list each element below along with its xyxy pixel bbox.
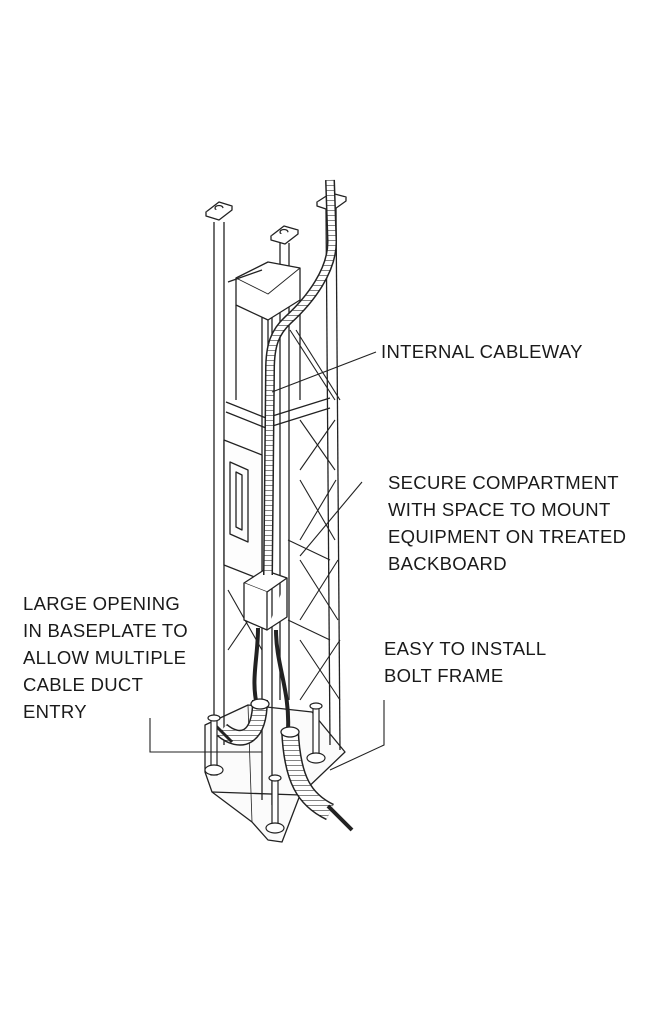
front-left-leg: [213, 222, 225, 745]
internal-cableway-conduit: [252, 179, 338, 731]
right-leg: [325, 207, 341, 751]
leg-top-caps: [205, 192, 347, 245]
callout-line: ENTRY: [23, 701, 87, 722]
callout-line: BACKBOARD: [388, 553, 507, 574]
bolt-left: [204, 714, 224, 776]
bolt-front: [265, 774, 285, 834]
callout-line: INTERNAL CABLEWAY: [381, 341, 583, 362]
callout-secure-compartment: SECURE COMPARTMENT WITH SPACE TO MOUNT E…: [388, 469, 626, 577]
bolt-right: [306, 702, 326, 764]
callout-line: CABLE DUCT: [23, 674, 144, 695]
callout-line: IN BASEPLATE TO: [23, 620, 188, 641]
callout-line: BOLT FRAME: [384, 665, 504, 686]
callout-line: WITH SPACE TO MOUNT: [388, 499, 611, 520]
leader-bolt-frame: [329, 700, 385, 771]
callout-internal-cableway: INTERNAL CABLEWAY: [381, 338, 583, 365]
callout-line: ALLOW MULTIPLE: [23, 647, 187, 668]
callout-line: EQUIPMENT ON TREATED: [388, 526, 627, 547]
callout-bolt-frame: EASY TO INSTALL BOLT FRAME: [384, 635, 547, 689]
leader-internal-cableway: [271, 351, 377, 393]
tower-frame: [204, 192, 347, 843]
callout-line: LARGE OPENING: [23, 593, 181, 614]
callout-line: EASY TO INSTALL: [384, 638, 547, 659]
leader-large-opening: [149, 718, 262, 753]
anchor-bolts: [204, 702, 326, 834]
leader-lines: [149, 351, 385, 771]
cable-ducts: [210, 698, 354, 832]
callout-large-opening: LARGE OPENING IN BASEPLATE TO ALLOW MULT…: [23, 590, 188, 725]
callout-line: SECURE COMPARTMENT: [388, 472, 619, 493]
junction-box: [243, 569, 288, 631]
leader-secure-compartment: [299, 481, 363, 557]
backboard-panel: [223, 439, 263, 581]
